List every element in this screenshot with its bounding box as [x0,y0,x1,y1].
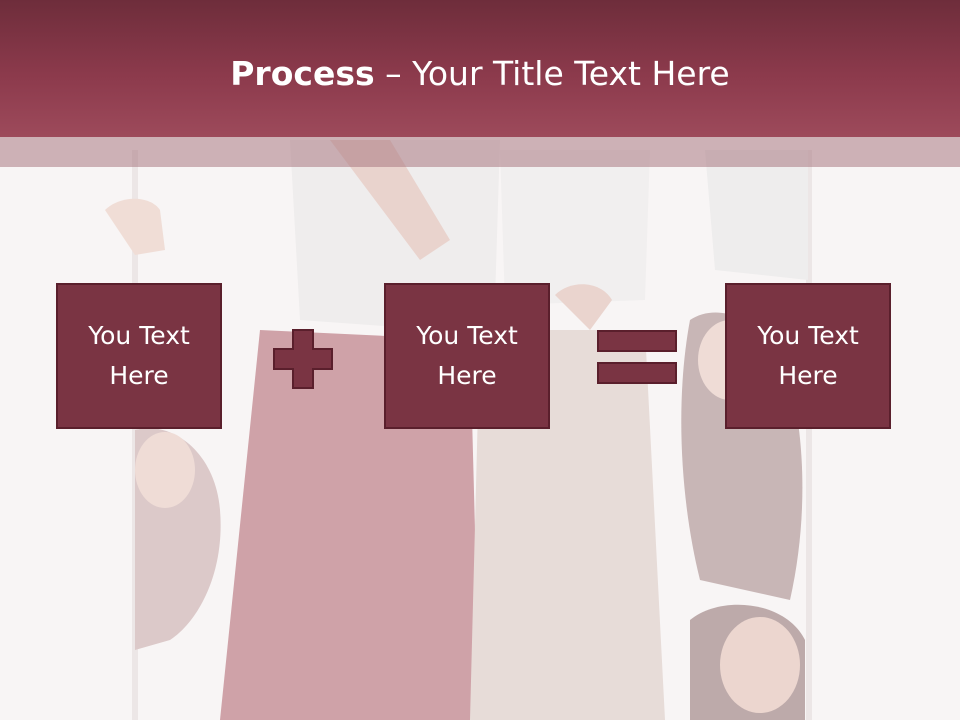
header-strip [0,137,960,167]
process-box-3-text: You Text Here [757,321,859,390]
slide-title: Process – Your Title Text Here [0,52,960,96]
process-box-2: You Text Here [384,283,550,429]
process-box-3: You Text Here [725,283,891,429]
slide-title-bold: Process [230,54,375,93]
header-band [0,0,960,137]
slide-title-rest: – Your Title Text Here [374,54,730,93]
process-box-2-text: You Text Here [416,321,518,390]
plus-icon [273,329,333,389]
equals-icon [597,330,677,384]
process-box-1-text: You Text Here [88,321,190,390]
process-box-1: You Text Here [56,283,222,429]
